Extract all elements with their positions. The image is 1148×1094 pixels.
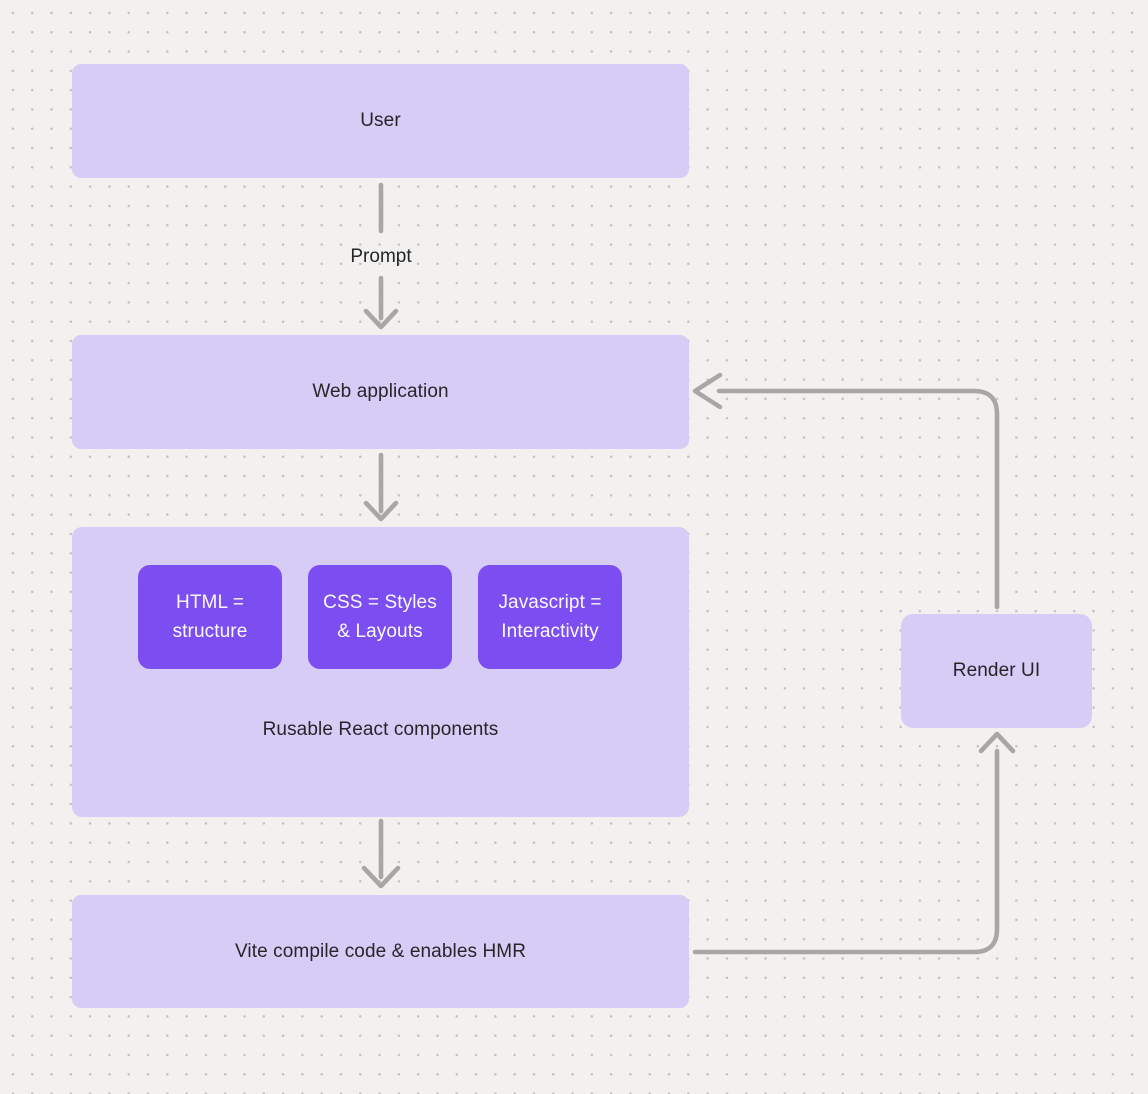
arrowhead-down-webapp (363, 308, 399, 330)
edge-vite-to-render[interactable] (692, 748, 1000, 955)
node-render-ui[interactable]: Render UI (901, 614, 1092, 728)
node-web-application[interactable]: Web application (72, 335, 689, 449)
arrowhead-down-vite (361, 865, 401, 889)
node-javascript[interactable]: Javascript = Interactivity (478, 565, 622, 669)
edge-render-to-webapp[interactable] (716, 388, 1000, 610)
node-user-label: User (360, 110, 401, 131)
components-group-caption: Rusable React components (262, 719, 499, 740)
node-vite-label: Vite compile code & enables HMR (234, 940, 527, 962)
node-render-ui-label: Render UI (952, 660, 1041, 681)
node-css[interactable]: CSS = Styles & Layouts (308, 565, 452, 669)
arrowhead-down-group (363, 500, 399, 522)
components-row: HTML = structure CSS = Styles & Layouts … (138, 565, 622, 669)
node-user[interactable]: User (72, 64, 689, 178)
arrowhead-up-render (978, 731, 1016, 754)
node-css-label-line1: CSS = Styles (323, 592, 437, 613)
node-javascript-label-line1: Javascript = (498, 592, 602, 613)
node-web-application-label: Web application (312, 381, 449, 402)
node-vite[interactable]: Vite compile code & enables HMR (72, 895, 689, 1008)
node-css-label-line2: & Layouts (337, 621, 423, 642)
node-html[interactable]: HTML = structure (138, 565, 282, 669)
node-html-label-line1: HTML = (176, 592, 244, 613)
edge-label-prompt: Prompt (350, 246, 412, 267)
arrowhead-left-webapp (692, 372, 723, 410)
node-components-group[interactable]: HTML = structure CSS = Styles & Layouts … (72, 527, 689, 817)
node-html-label-line2: structure (172, 621, 248, 642)
node-javascript-label-line2: Interactivity (501, 621, 599, 642)
